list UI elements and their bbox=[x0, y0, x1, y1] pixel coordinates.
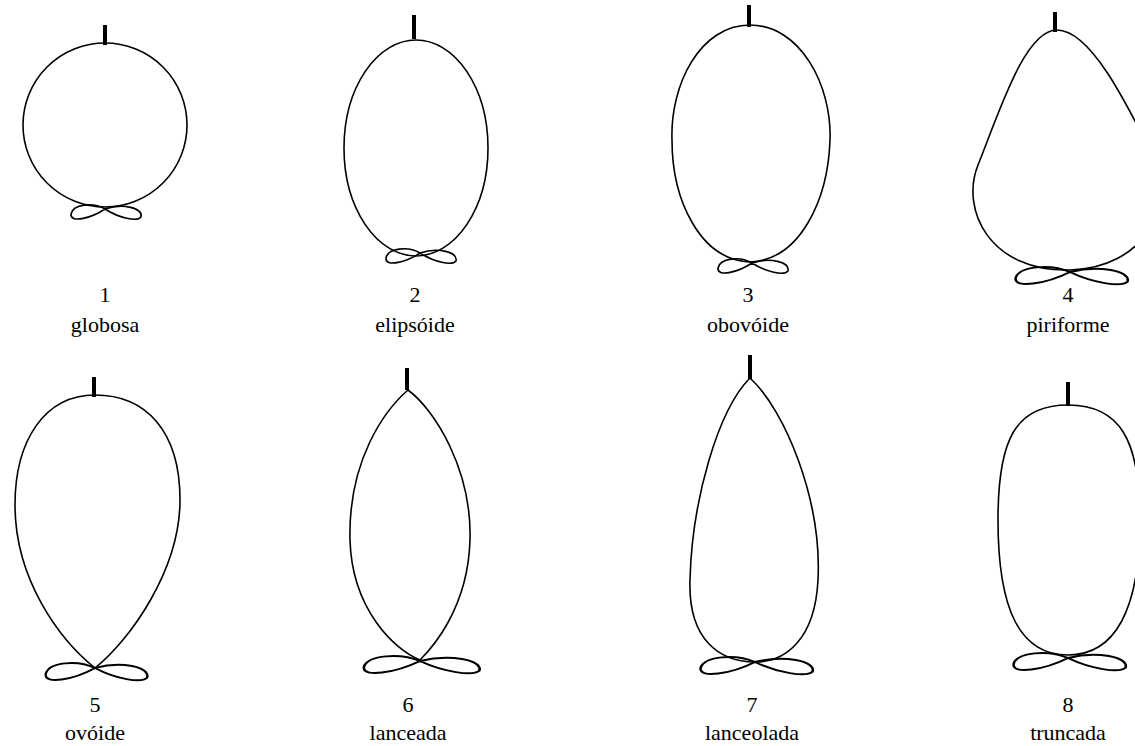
shape-name: truncada bbox=[1030, 721, 1106, 745]
shape-name: elipsóide bbox=[375, 313, 454, 337]
pyriform-fruit bbox=[973, 12, 1135, 284]
ellipsoid-fruit bbox=[344, 15, 488, 263]
shape-name: lanceolada bbox=[705, 721, 799, 745]
shape-name: obovóide bbox=[707, 313, 789, 337]
shape-number: 3 bbox=[743, 283, 754, 307]
lanceate-fruit bbox=[350, 368, 480, 673]
shape-number: 1 bbox=[100, 283, 111, 307]
shape-number: 6 bbox=[403, 693, 414, 717]
shape-name: piriforme bbox=[1026, 313, 1109, 337]
shape-number: 8 bbox=[1063, 693, 1074, 717]
ovoid-fruit bbox=[15, 377, 180, 680]
lanceolate-fruit bbox=[690, 355, 818, 674]
shape-name: lanceada bbox=[370, 721, 447, 745]
shape-number: 5 bbox=[90, 693, 101, 717]
shape-name: globosa bbox=[71, 313, 139, 337]
shape-number: 2 bbox=[410, 283, 421, 307]
obovoid-fruit bbox=[672, 5, 830, 273]
shape-number: 4 bbox=[1063, 283, 1074, 307]
truncate-fruit bbox=[998, 382, 1135, 670]
shape-name: ovóide bbox=[65, 721, 125, 745]
globose-fruit bbox=[23, 25, 187, 219]
shape-number: 7 bbox=[747, 693, 758, 717]
